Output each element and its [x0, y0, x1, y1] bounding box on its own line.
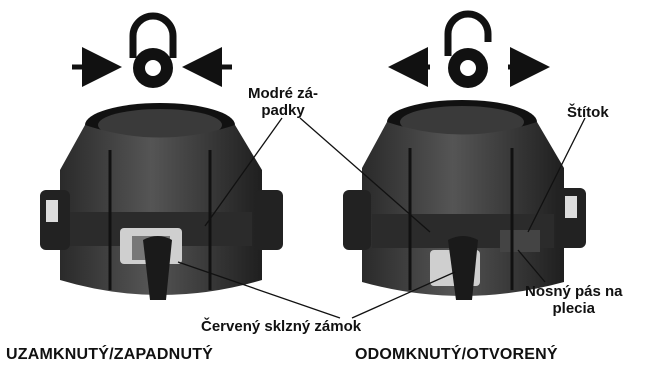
red-sliding-lock-label: Červený sklzný zámok	[201, 318, 362, 335]
unlocked-device-image	[343, 100, 586, 300]
tag-label: Štítok	[567, 104, 609, 121]
leader-lines	[177, 117, 586, 319]
locked-caption: UZAMKNUTÝ/ZAPADNUTÝ	[6, 346, 214, 363]
unlocked-caption: ODOMKNUTÝ/OTVORENÝ	[355, 346, 558, 363]
padlock-open-icon	[444, 10, 492, 88]
locked-device-image	[40, 103, 283, 300]
shoulder-strap-label: Nosný pás na plecia	[525, 283, 623, 317]
padlock-closed-icon	[129, 12, 177, 88]
blue-latches-label: Modré zá- padky	[248, 85, 319, 119]
